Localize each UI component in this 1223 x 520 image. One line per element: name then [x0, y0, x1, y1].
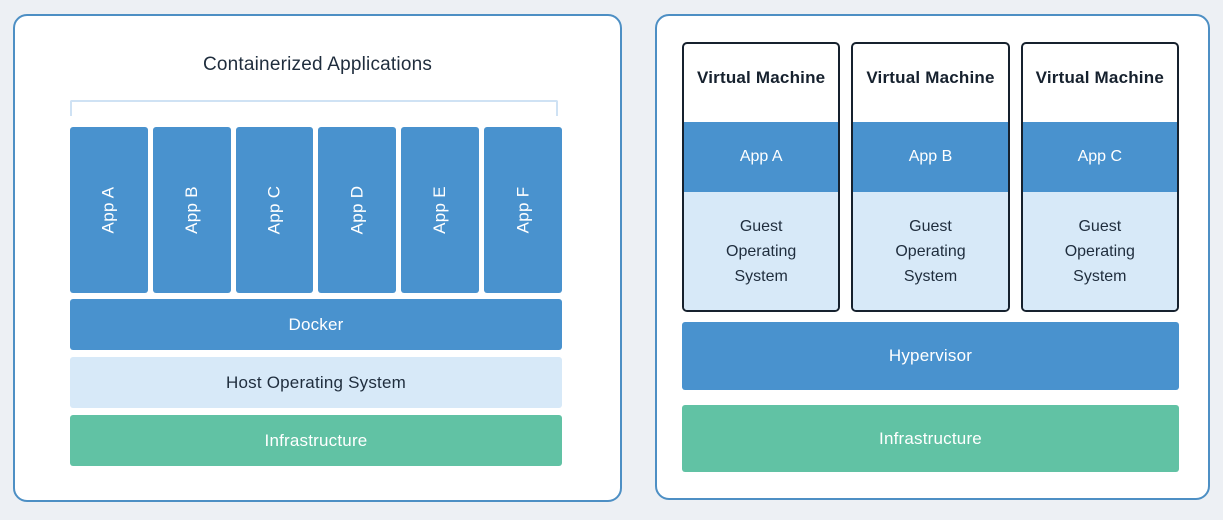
infrastructure-layer-right: Infrastructure	[682, 405, 1179, 472]
vm-box-1-guest-os: Guest Operating System	[684, 192, 839, 310]
container-app-e: App E	[401, 127, 480, 293]
container-apps-row: App A App B App C App D App E App F	[70, 127, 562, 293]
container-app-f-label: App F	[513, 186, 533, 234]
containerized-applications-title: Containerized Applications	[202, 54, 433, 75]
container-app-e-label: App E	[430, 186, 450, 234]
vm-box-3: Virtual Machine App C Guest Operating Sy…	[1020, 42, 1179, 312]
host-operating-system-layer: Host Operating System	[70, 357, 562, 408]
hypervisor-layer: Hypervisor	[682, 322, 1179, 390]
vm-box-2-guest-os: Guest Operating System	[853, 192, 1008, 310]
container-app-c-label: App C	[264, 185, 284, 235]
infrastructure-layer-left: Infrastructure	[70, 415, 562, 466]
docker-layer: Docker	[70, 299, 562, 350]
vm-box-1-title: Virtual Machine	[696, 68, 826, 87]
containerized-applications-panel: Containerized Applications App A App B A…	[13, 14, 622, 502]
vm-row: Virtual Machine App A Guest Operating Sy…	[682, 42, 1179, 312]
vm-box-3-guest-os: Guest Operating System	[1022, 192, 1177, 310]
vm-box-2-app: App B	[853, 122, 1008, 192]
vm-box-3-title: Virtual Machine	[1035, 68, 1164, 87]
vm-box-1: Virtual Machine App A Guest Operating Sy…	[682, 42, 841, 312]
vm-box-2: Virtual Machine App B Guest Operating Sy…	[851, 42, 1010, 312]
containers-group-bracket	[70, 100, 558, 116]
vm-box-2-title: Virtual Machine	[866, 68, 995, 87]
container-app-b-label: App B	[181, 186, 201, 234]
virtual-machines-panel: Virtual Machine App A Guest Operating Sy…	[655, 14, 1210, 500]
container-app-f: App F	[484, 127, 562, 293]
container-app-b: App B	[152, 127, 231, 293]
container-app-d-label: App D	[347, 185, 367, 235]
container-app-a: App A	[70, 127, 148, 293]
container-app-a-label: App A	[98, 186, 118, 234]
vm-box-3-app: App C	[1022, 122, 1177, 192]
container-app-d: App D	[318, 127, 397, 293]
vm-box-1-app: App A	[684, 122, 839, 192]
container-app-c: App C	[235, 127, 314, 293]
